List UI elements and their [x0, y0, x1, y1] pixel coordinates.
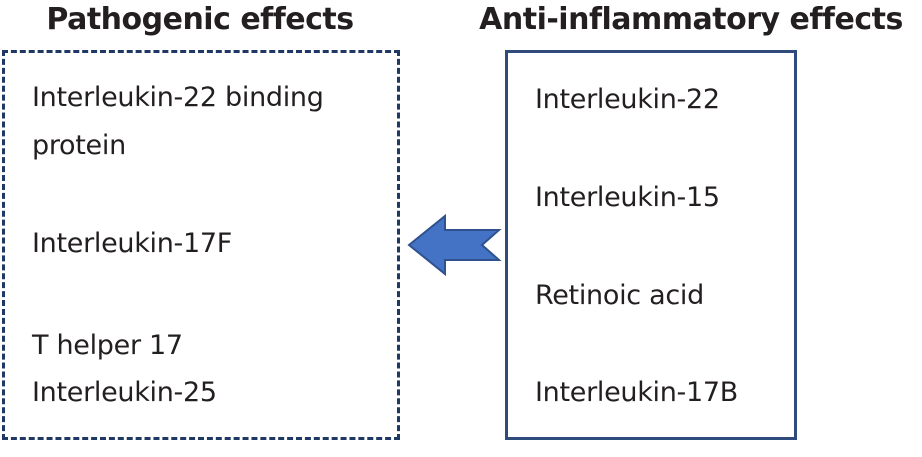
pathogenic-effects-title: Pathogenic effects: [46, 2, 354, 37]
anti-inflammatory-effects-title: Anti-inflammatory effects: [479, 2, 903, 37]
pathogenic-item-interleukin-25: Interleukin-25: [32, 377, 217, 408]
anti-inflammatory-item-interleukin-15: Interleukin-15: [535, 182, 720, 213]
pathogenic-item-interleukin-17f: Interleukin-17F: [32, 228, 232, 259]
anti-inflammatory-item-retinoic-acid: Retinoic acid: [535, 280, 704, 311]
pathogenic-item-t-helper-17: T helper 17: [32, 330, 183, 361]
pathogenic-effects-box: [2, 50, 400, 440]
anti-inflammatory-item-interleukin-22: Interleukin-22: [535, 84, 720, 115]
anti-inflammatory-effects-box: [505, 50, 797, 440]
anti-inflammatory-item-interleukin-17b: Interleukin-17B: [535, 377, 738, 408]
left-arrow-icon: [406, 213, 502, 279]
pathogenic-item-interleukin-22-binding-protein: Interleukin-22 binding protein: [32, 82, 324, 161]
